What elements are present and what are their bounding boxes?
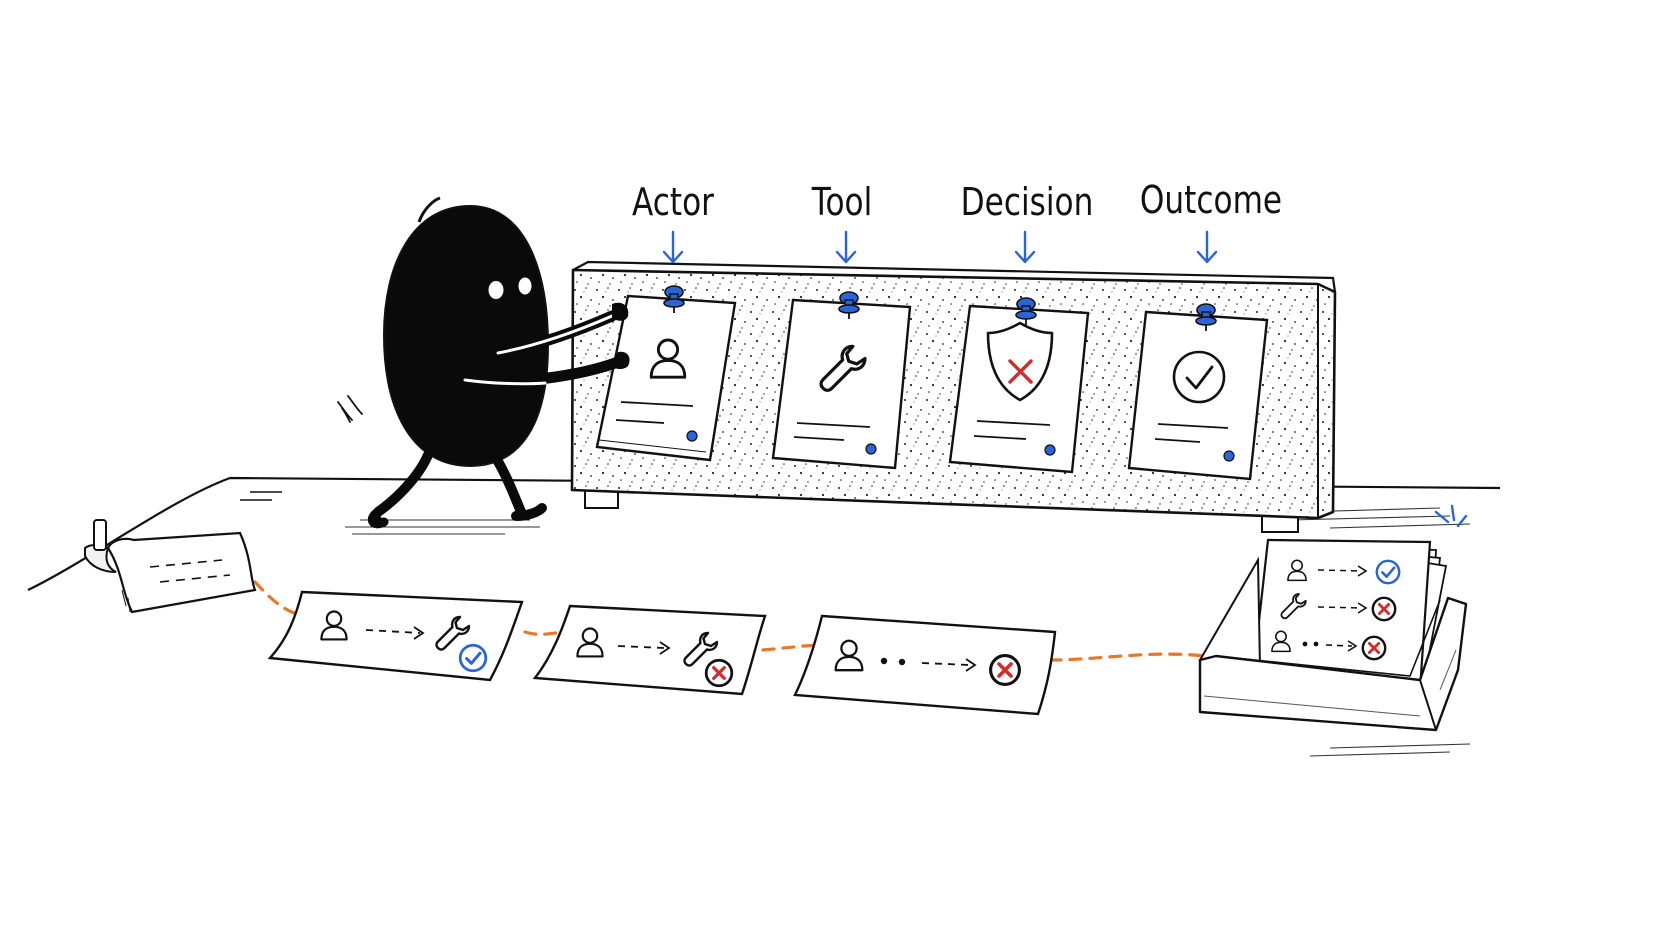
eye-left <box>488 281 504 299</box>
record-slip-2 <box>532 604 767 696</box>
column-label-outcome: Outcome <box>1139 178 1283 222</box>
check-circle-icon <box>1172 350 1226 404</box>
paper-roll <box>84 519 257 614</box>
column-label-decision: Decision <box>960 180 1094 224</box>
column-label-tool: Tool <box>811 180 873 224</box>
x-badge-icon <box>988 653 1022 687</box>
check-badge-icon <box>1375 559 1401 585</box>
board-card-decision <box>948 297 1090 474</box>
x-badge-icon <box>1371 596 1397 622</box>
board-card-actor <box>595 285 737 462</box>
board-card-tool <box>771 291 912 470</box>
x-badge-icon <box>704 658 734 688</box>
trail-path <box>253 580 1207 662</box>
ground <box>27 476 1501 757</box>
check-badge-icon <box>458 643 488 673</box>
column-label-actor: Actor <box>632 180 714 224</box>
column-arrows <box>662 230 1218 264</box>
archive-tray <box>1198 504 1468 732</box>
x-badge-icon <box>1361 635 1387 661</box>
board-card-outcome <box>1127 303 1269 481</box>
record-slip-3 <box>793 614 1057 716</box>
shield-x-icon <box>986 321 1054 402</box>
record-slip-1 <box>267 590 524 682</box>
character <box>337 196 630 529</box>
eye-right <box>518 277 532 295</box>
